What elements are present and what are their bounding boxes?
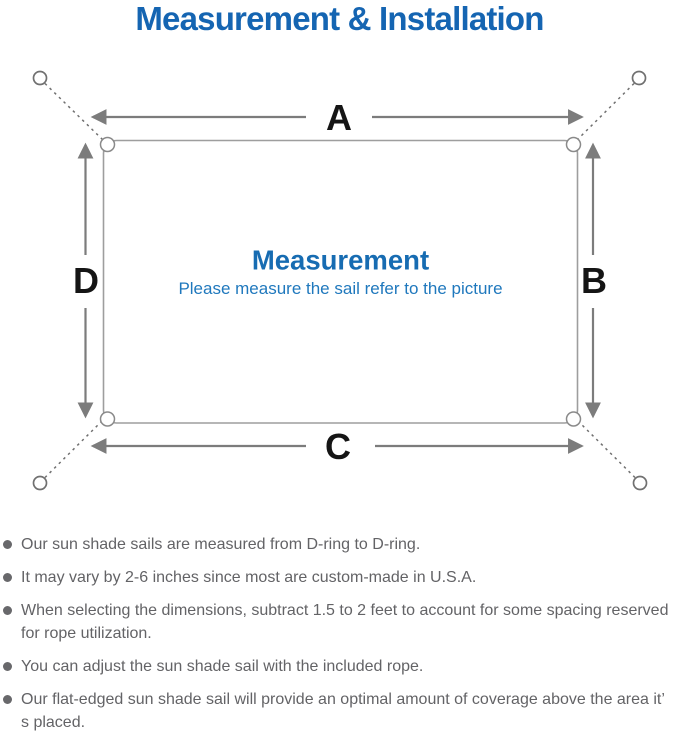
notes-list: Our sun shade sails are measured from D-… bbox=[3, 533, 675, 739]
page-title: Measurement & Installation bbox=[135, 0, 544, 37]
list-item: Our sun shade sails are measured from D-… bbox=[3, 533, 675, 556]
dim-label-d: D bbox=[73, 260, 99, 301]
dring-top-right bbox=[565, 136, 582, 153]
note-text: When selecting the dimensions, subtract … bbox=[21, 602, 669, 642]
bullet-icon bbox=[3, 695, 12, 704]
note-text: Our flat-edged sun shade sail will provi… bbox=[21, 691, 665, 731]
dim-label-b: B bbox=[581, 260, 607, 301]
list-item: When selecting the dimensions, subtract … bbox=[3, 599, 675, 645]
dring-bottom-left bbox=[99, 411, 116, 427]
sail-outline bbox=[102, 139, 579, 424]
anchor-ring-bottom-right bbox=[632, 475, 648, 491]
dring-top-left bbox=[99, 136, 116, 153]
tie-rope-bottom-left bbox=[44, 418, 105, 479]
diagram-center-subtitle: Please measure the sail refer to the pic… bbox=[178, 279, 502, 298]
anchor-ring-top-right bbox=[631, 70, 647, 86]
dring-bottom-right bbox=[565, 411, 582, 427]
bullet-icon bbox=[3, 540, 12, 549]
anchor-ring-bottom-left bbox=[32, 475, 48, 491]
note-text: It may vary by 2-6 inches since most are… bbox=[21, 569, 477, 586]
bullet-icon bbox=[3, 606, 12, 615]
tie-rope-top-left bbox=[44, 82, 105, 142]
dim-label-a: A bbox=[326, 97, 352, 138]
tie-rope-top-right bbox=[575, 82, 635, 142]
list-item: Our flat-edged sun shade sail will provi… bbox=[3, 688, 675, 734]
tie-rope-bottom-right bbox=[575, 418, 636, 479]
dim-label-c: C bbox=[325, 426, 351, 467]
bullet-icon bbox=[3, 573, 12, 582]
list-item: You can adjust the sun shade sail with t… bbox=[3, 655, 675, 678]
anchor-ring-top-left bbox=[32, 70, 48, 86]
sail-measurement-diagram: A C D B Measurement Please measure the s… bbox=[32, 70, 648, 491]
bullet-icon bbox=[3, 662, 12, 671]
note-text: You can adjust the sun shade sail with t… bbox=[21, 658, 424, 675]
note-text: Our sun shade sails are measured from D-… bbox=[21, 536, 421, 553]
diagram-center-title: Measurement bbox=[252, 245, 429, 276]
list-item: It may vary by 2-6 inches since most are… bbox=[3, 566, 675, 589]
